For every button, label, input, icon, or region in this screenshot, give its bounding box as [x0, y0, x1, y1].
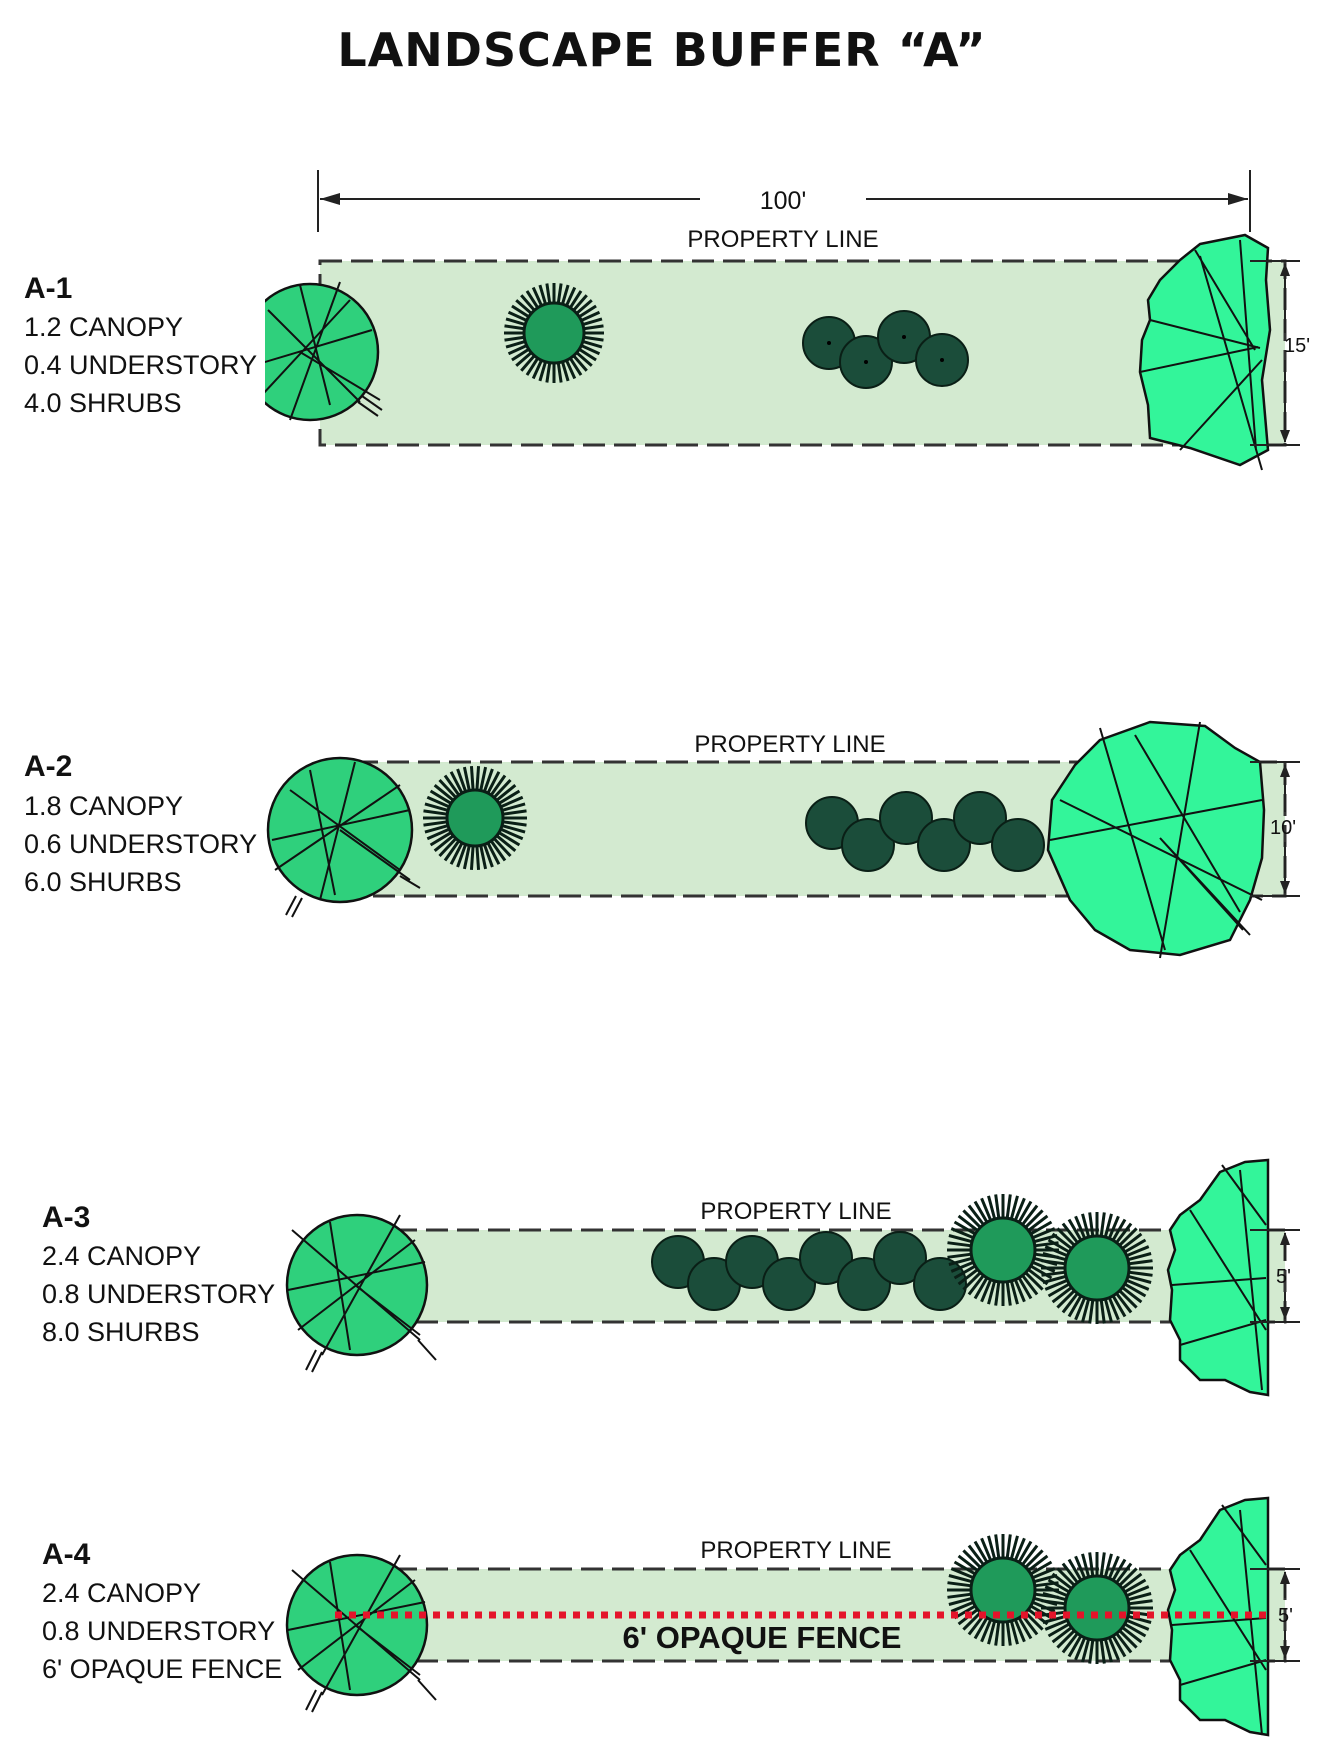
option-canopy: 1.2 CANOPY	[24, 312, 183, 342]
shrub	[762, 1257, 816, 1311]
option-name: A-1	[24, 272, 72, 305]
shrub	[953, 791, 1007, 845]
property-line-label: PROPERTY LINE	[700, 1198, 891, 1225]
option-fence: 6' OPAQUE FENCE	[42, 1654, 282, 1684]
width-dimension-label: 5'	[1276, 1266, 1291, 1288]
shrub	[799, 1231, 853, 1285]
property-line-label: PROPERTY LINE	[687, 226, 878, 253]
understory-tree	[947, 1194, 1059, 1306]
width-dimension: 5'	[1250, 1568, 1300, 1662]
option-a-3: A-3 2.4 CANOPY 0.8 UNDERSTORY 8.0 SHURBS…	[42, 1158, 1300, 1397]
shrub	[841, 818, 895, 872]
option-a-4: A-4 2.4 CANOPY 0.8 UNDERSTORY 6' OPAQUE …	[42, 1496, 1300, 1737]
width-dimension-label: 5'	[1278, 1605, 1293, 1627]
canopy-tree-right	[1166, 1158, 1270, 1397]
option-understory: 0.8 UNDERSTORY	[42, 1279, 275, 1309]
property-line-label: PROPERTY LINE	[700, 1537, 891, 1564]
shrub	[991, 818, 1045, 872]
canopy-tree-left	[266, 756, 421, 918]
understory-tree	[423, 766, 527, 870]
option-canopy: 2.4 CANOPY	[42, 1578, 201, 1608]
option-a-2: A-2 1.8 CANOPY 0.6 UNDERSTORY 6.0 SHURBS…	[24, 720, 1300, 959]
shrub	[879, 791, 933, 845]
width-dimension: 5'	[1250, 1229, 1300, 1323]
buffer-strip	[318, 259, 1287, 447]
option-name: A-4	[42, 1538, 91, 1571]
option-understory: 0.8 UNDERSTORY	[42, 1616, 275, 1646]
shrub	[873, 1231, 927, 1285]
canopy-tree-right	[1046, 720, 1266, 959]
shrub-cluster	[802, 310, 969, 389]
property-line-label: PROPERTY LINE	[694, 731, 885, 758]
option-shrubs: 8.0 SHURBS	[42, 1317, 200, 1347]
option-shrubs: 4.0 SHRUBS	[24, 388, 182, 418]
option-understory: 0.6 UNDERSTORY	[24, 829, 257, 859]
understory-tree	[1041, 1552, 1153, 1664]
length-dimension: 100'	[317, 170, 1251, 232]
understory-tree	[1041, 1212, 1153, 1324]
canopy-tree-left	[265, 281, 383, 422]
fence-label: 6' OPAQUE FENCE	[623, 1620, 902, 1655]
option-canopy: 1.8 CANOPY	[24, 791, 183, 821]
length-dimension-label: 100'	[760, 187, 806, 215]
option-canopy: 2.4 CANOPY	[42, 1241, 201, 1271]
shrub-cluster	[805, 791, 1045, 872]
canopy-tree-left	[285, 1213, 437, 1373]
shrub-cluster	[651, 1231, 967, 1311]
canopy-tree-right	[1138, 233, 1272, 471]
shrub	[913, 1257, 967, 1311]
width-dimension: 10'	[1250, 761, 1300, 897]
page-title: LANDSCAPE BUFFER “A”	[337, 23, 986, 77]
understory-tree	[947, 1534, 1059, 1646]
option-name: A-2	[24, 750, 72, 783]
width-dimension-label: 10'	[1270, 817, 1296, 839]
option-shrubs: 6.0 SHURBS	[24, 867, 182, 897]
option-name: A-3	[42, 1201, 90, 1234]
width-dimension: 15'	[1250, 260, 1310, 446]
canopy-tree-left	[285, 1553, 437, 1713]
option-a-1: A-1 1.2 CANOPY 0.4 UNDERSTORY 4.0 SHRUBS…	[24, 226, 1310, 471]
option-understory: 0.4 UNDERSTORY	[24, 350, 257, 380]
width-dimension-label: 15'	[1284, 335, 1310, 357]
understory-tree	[504, 283, 604, 383]
